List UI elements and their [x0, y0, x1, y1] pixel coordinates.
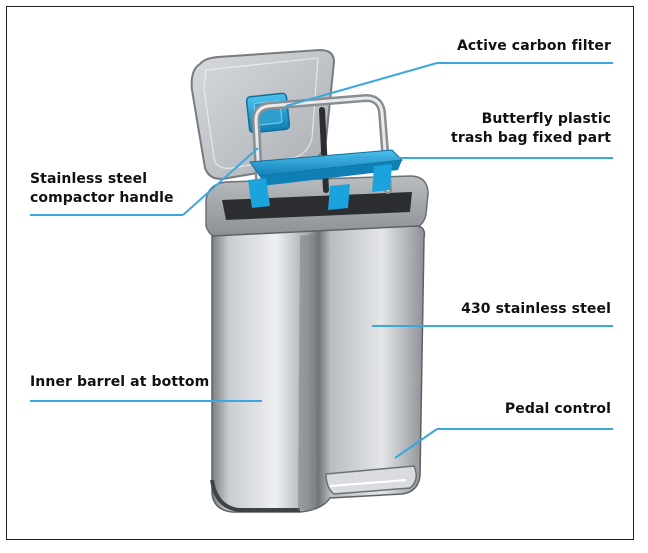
- butterfly-callout-line: [354, 157, 613, 159]
- handle-label-line1: Stainless steel: [30, 171, 148, 187]
- pedal-callout-line: [437, 428, 613, 430]
- steel-callout-line: [372, 325, 613, 327]
- inner-barrel-label: Inner barrel at bottom: [30, 374, 210, 390]
- handle-label-line2: compactor handle: [30, 190, 174, 206]
- carbon-filter-label: Active carbon filter: [456, 38, 611, 54]
- butterfly-label: Butterfly plastic trash bag fixed part: [451, 110, 611, 148]
- handle-label: Stainless steel compactor handle: [30, 170, 174, 208]
- steel-label: 430 stainless steel: [461, 301, 611, 317]
- handle-callout-line: [30, 214, 183, 216]
- butterfly-bag-holder: [248, 149, 404, 210]
- inner-barrel-callout-line: [30, 400, 262, 402]
- pedal: [325, 465, 417, 495]
- pedal-label: Pedal control: [504, 401, 611, 417]
- carbon-filter-callout-line: [437, 62, 613, 64]
- butterfly-label-line1: Butterfly plastic: [481, 111, 611, 127]
- butterfly-label-line2: trash bag fixed part: [451, 130, 611, 146]
- can-body: [210, 225, 426, 513]
